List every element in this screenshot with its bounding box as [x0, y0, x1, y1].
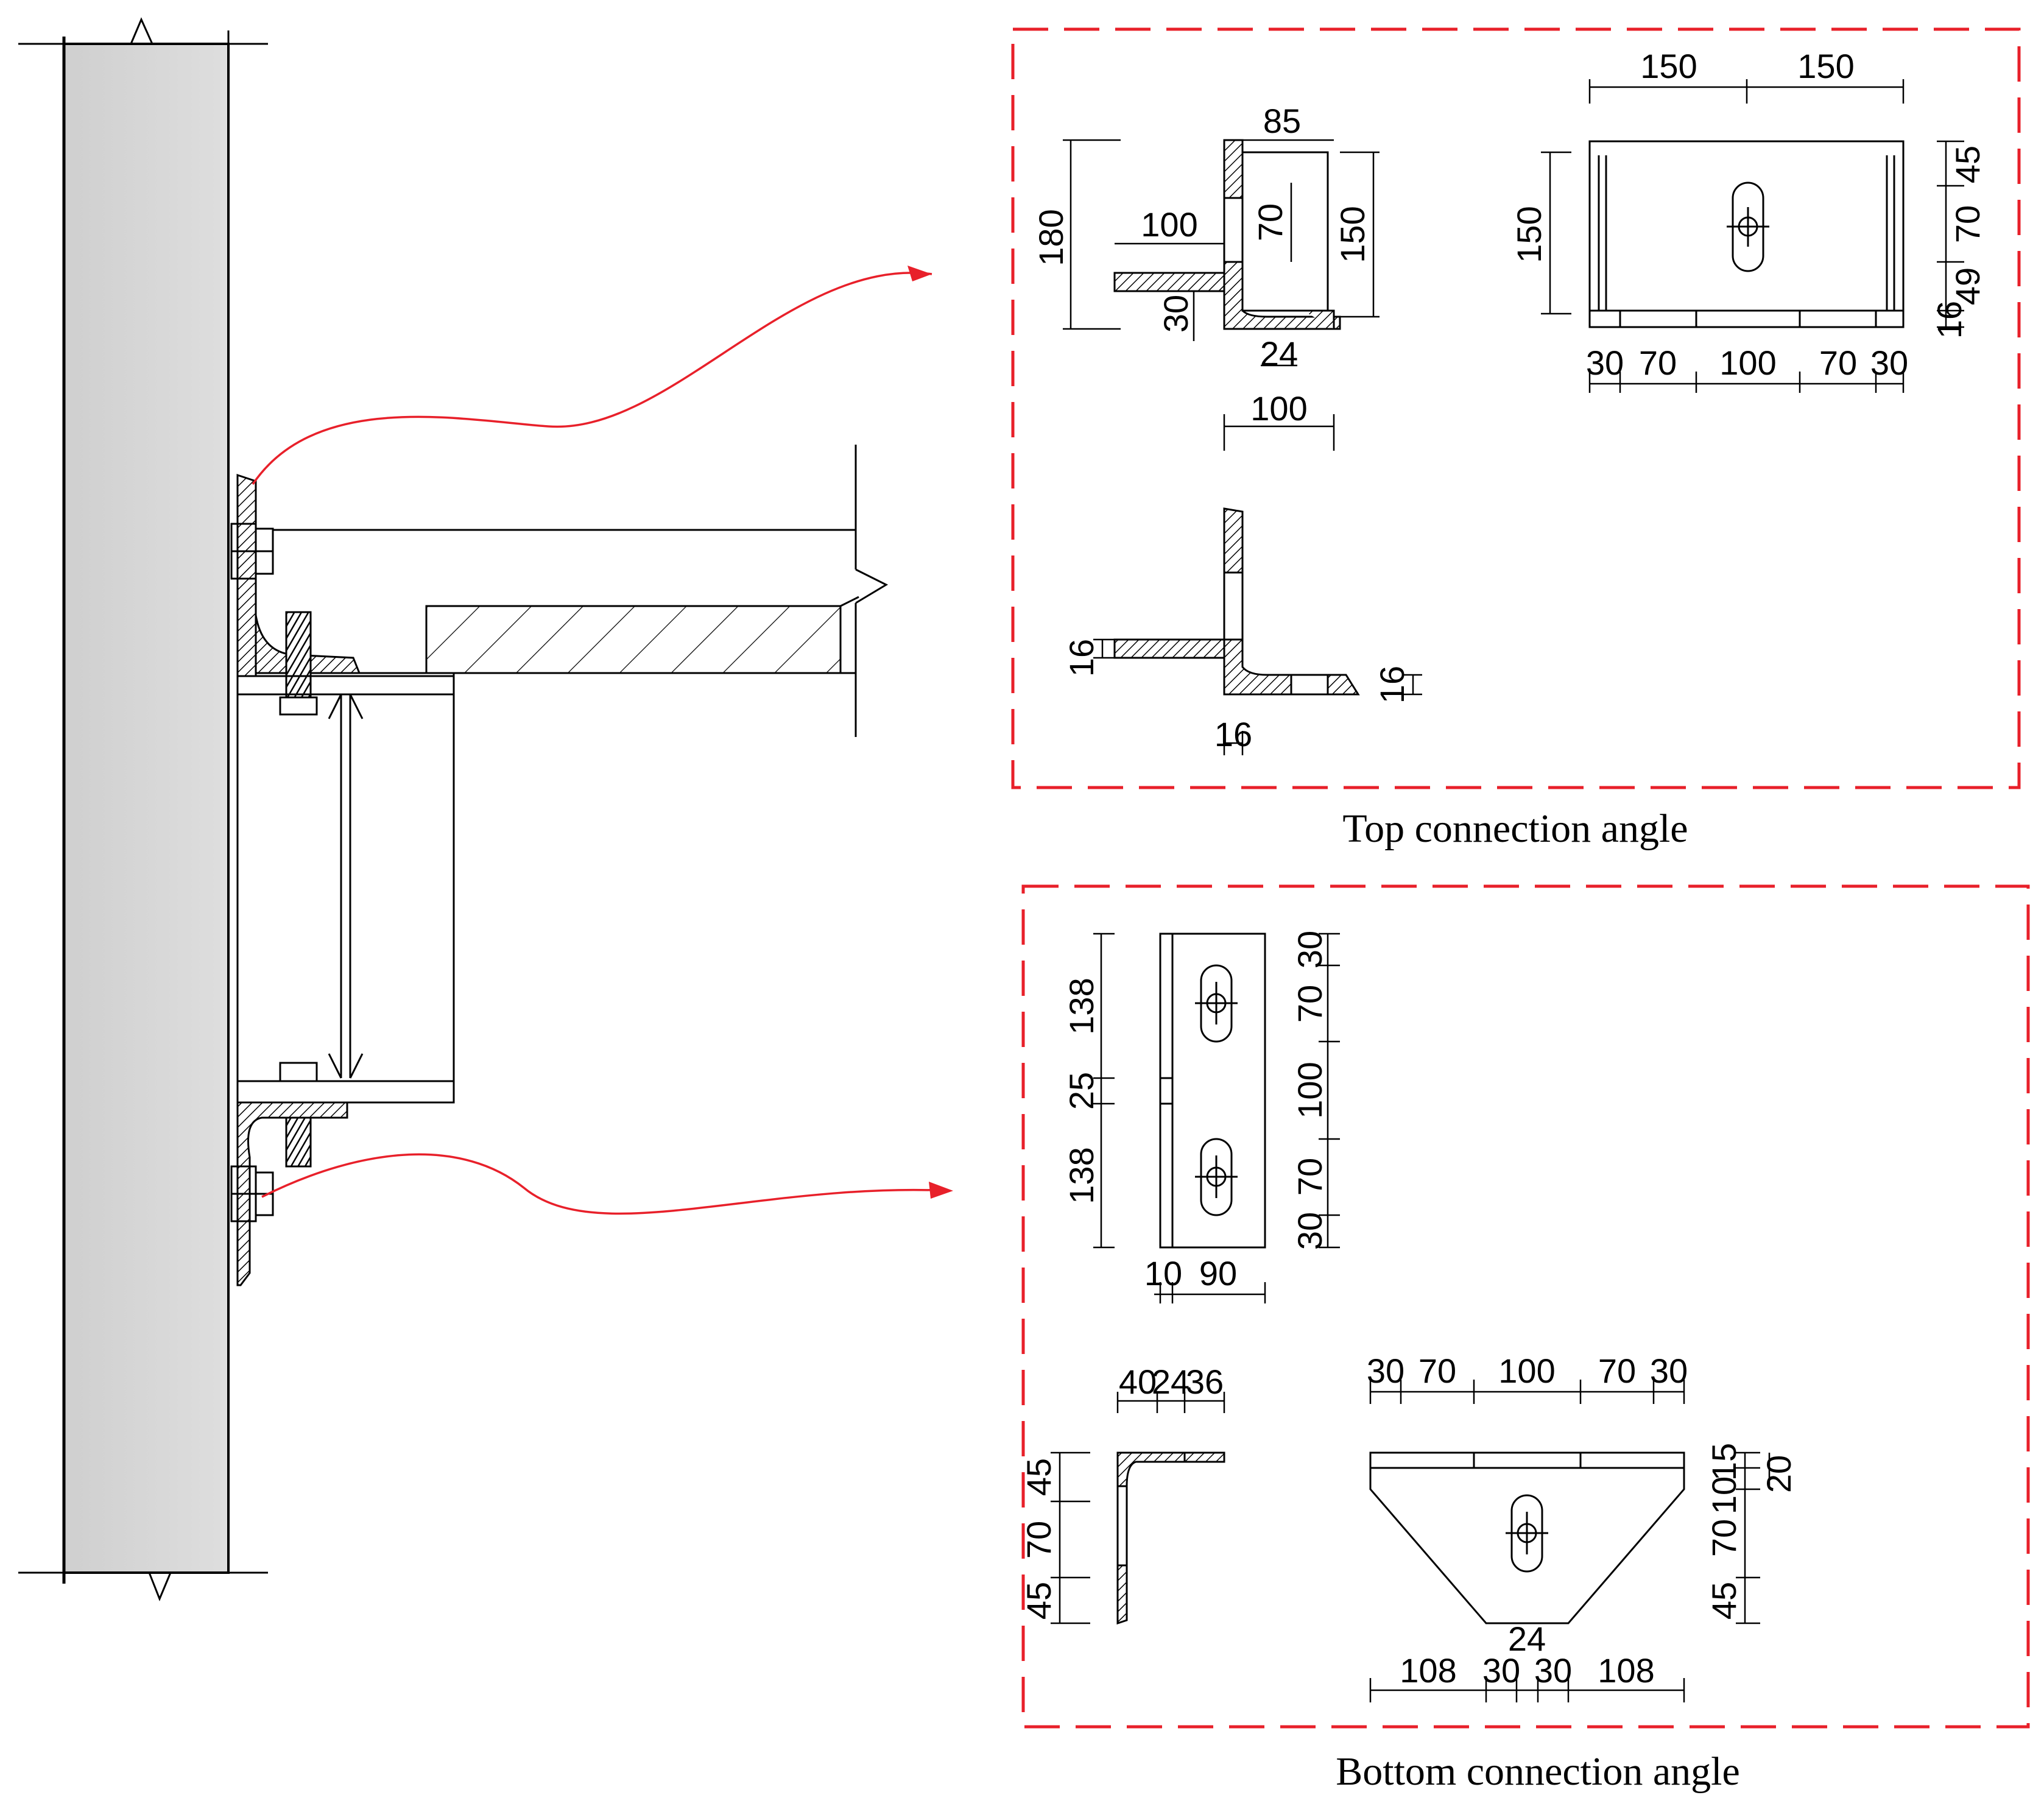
dim-top-front-b-100: 100	[1719, 344, 1776, 382]
dim-bot-sec-t-24: 24	[1152, 1363, 1189, 1401]
dim-bot-elev-t-70b: 70	[1598, 1352, 1636, 1390]
top-angle-front-view: 150 150 150 45 70 49 16 30 70 100 70 30	[1510, 47, 1987, 393]
top-angle-frame	[1011, 27, 2021, 789]
dim-top-sec-toe-16: 16	[1373, 666, 1411, 704]
column-wall	[63, 43, 230, 1574]
dim-bot-elev-b-108b: 108	[1598, 1651, 1654, 1690]
top-angle-section-view: 16 16 16	[1062, 507, 1422, 755]
dim-top-front-b-30b: 30	[1870, 344, 1908, 382]
dim-top-front-150-right: 150	[1797, 47, 1854, 85]
dim-bot-sec-l-70: 70	[1020, 1521, 1058, 1559]
dim-bot-elev-t-100: 100	[1498, 1352, 1555, 1390]
dim-bot-elev-b-30b: 30	[1534, 1651, 1572, 1690]
top-angle-side-view: 180 85 100 70 150 30 24 100	[1032, 102, 1380, 451]
dim-bot-elev-t-70a: 70	[1418, 1352, 1456, 1390]
dim-bot-elev-r-10: 10	[1705, 1476, 1743, 1514]
dim-top-side-180: 180	[1032, 209, 1070, 266]
dim-bot-elev-b-108a: 108	[1400, 1651, 1456, 1690]
dim-top-sec-flange-16: 16	[1062, 639, 1101, 677]
dim-top-side-100: 100	[1141, 205, 1197, 244]
dim-top-front-b-70b: 70	[1819, 344, 1857, 382]
dim-bot-elev-r-20: 20	[1760, 1455, 1798, 1493]
dim-top-front-b-30a: 30	[1586, 344, 1624, 382]
connection-elevation	[18, 17, 889, 1601]
dim-bot-plan-b-90: 90	[1199, 1254, 1237, 1292]
dim-top-front-height-150: 150	[1510, 206, 1548, 263]
dim-bot-sec-t-36: 36	[1186, 1363, 1224, 1401]
dim-bot-elev-b-30a: 30	[1482, 1651, 1520, 1690]
bottom-angle-section-view: 40 24 36 45 70 45	[1020, 1363, 1225, 1625]
caption-bottom-connection-angle: Bottom connection angle	[1336, 1749, 1740, 1794]
dim-bot-plan-b-10: 10	[1144, 1254, 1182, 1292]
dim-bot-plan-r-30a: 30	[1291, 931, 1329, 968]
callout-arrows	[252, 266, 953, 1215]
dim-bot-plan-r-70b: 70	[1291, 1158, 1329, 1196]
concrete-slab	[425, 605, 842, 674]
dim-top-side-85: 85	[1263, 102, 1301, 140]
dim-bot-elev-t-30a: 30	[1367, 1352, 1404, 1390]
caption-top-connection-angle: Top connection angle	[1342, 806, 1688, 851]
callout-curve-top	[252, 272, 932, 485]
dim-top-front-r-45: 45	[1948, 146, 1987, 183]
bottom-angle-elevation-view: 30 70 100 70 30 15 10 70 45 20 24 108 30…	[1367, 1352, 1798, 1702]
dim-top-side-70: 70	[1251, 203, 1289, 241]
bottom-angle-frame	[1021, 884, 2030, 1729]
dim-bot-elev-thk-24: 24	[1508, 1620, 1546, 1658]
dim-top-sec-leg-16: 16	[1214, 715, 1252, 753]
dim-bot-elev-t-30b: 30	[1650, 1352, 1688, 1390]
dim-top-side-24: 24	[1260, 334, 1298, 373]
dim-top-side-150: 150	[1333, 206, 1372, 263]
dim-bot-plan-r-100: 100	[1291, 1062, 1329, 1118]
dim-bot-plan-l-25: 25	[1062, 1072, 1101, 1110]
dim-bot-plan-l-138a: 138	[1062, 978, 1101, 1034]
dim-bot-elev-r-15: 15	[1705, 1443, 1743, 1481]
dim-top-front-r-16: 16	[1930, 301, 1968, 339]
bottom-angle-plan-view: 138 25 138 30 70 100 70 30 10 90	[1062, 931, 1340, 1303]
top-angle-flange	[236, 473, 257, 677]
anchor-bolt-upper	[285, 611, 312, 699]
dim-top-side-30: 30	[1157, 295, 1195, 333]
callout-curve-bottom	[261, 1153, 951, 1215]
dim-bot-elev-r-70: 70	[1705, 1519, 1743, 1557]
dim-bot-elev-r-45: 45	[1705, 1582, 1743, 1620]
dim-top-side-base-100: 100	[1250, 389, 1307, 428]
bottom-angle	[236, 1101, 348, 1286]
dim-bot-plan-r-30b: 30	[1291, 1212, 1329, 1250]
dim-top-front-r-49: 49	[1948, 267, 1987, 305]
dim-top-front-b-70a: 70	[1639, 344, 1677, 382]
dim-bot-sec-l-45b: 45	[1020, 1582, 1058, 1620]
dim-top-front-r-70: 70	[1948, 205, 1987, 243]
dim-bot-plan-r-70a: 70	[1291, 985, 1329, 1023]
dim-bot-sec-t-40: 40	[1119, 1363, 1157, 1401]
dim-bot-plan-l-138b: 138	[1062, 1147, 1101, 1204]
dim-top-front-150-left: 150	[1640, 47, 1697, 85]
dim-bot-sec-l-45a: 45	[1020, 1458, 1058, 1496]
